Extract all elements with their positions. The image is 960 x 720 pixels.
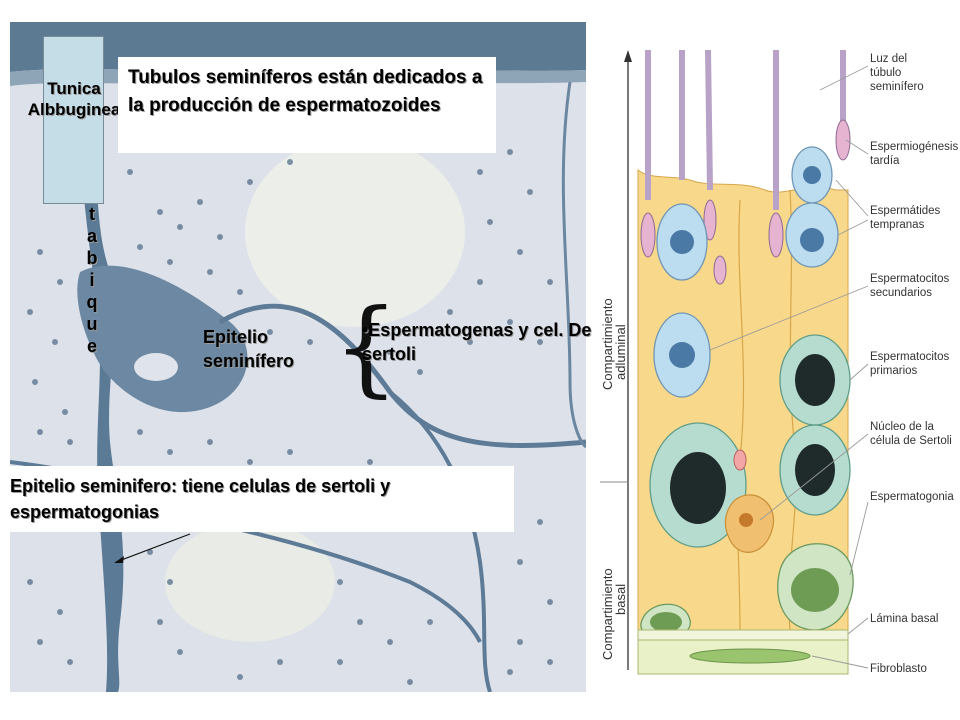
bottom-caption-text: Epitelio seminifero: tiene celulas de se… [10,476,391,522]
tabique-letter: i [89,270,95,290]
label-tempranas: tempranas [870,219,925,231]
tabique-letter: u [86,314,98,334]
top-caption-text: Tubulos seminíferos están dedicados a la… [128,67,483,116]
tabique-letter: q [86,292,98,312]
vertical-axis-arrowhead [624,50,632,62]
compartment-top-label-line1: Compartimiento [600,298,615,390]
espermatogenas-label: •Espermatogenas y cel. De sertoli [362,320,592,364]
label-nucleo: Núcleo de la [870,421,935,433]
epithelium-diagram-svg: Compartimiento adluminal Compartimiento … [600,49,958,675]
early-spermatids [653,146,839,398]
basal-lamina [637,629,849,641]
label-primarios: primarios [870,365,918,377]
curly-brace: { [333,286,400,408]
label-espermatocitos-prim: Espermatocitos [870,351,950,363]
label-celula-de-sertoli: célula de Sertoli [870,435,952,447]
bottom-caption-box: Epitelio seminifero: tiene celulas de se… [2,466,514,532]
label-espermiogenesis: Espermiogénesis [870,141,958,153]
epitelio-label: Epitelio seminífero [203,327,295,371]
tunica-box [43,36,104,204]
tabique-letter: b [86,248,98,268]
annotation-arrow-line [115,533,191,563]
tabique-letter: t [89,204,95,224]
compartment-top-label-line2: adluminal [613,324,628,380]
label-espermatides: Espermátides [870,205,941,217]
label-fibroblasto: Fibroblasto [870,663,927,675]
label-luz-del: Luz del [870,53,907,65]
compartment-bottom-label-line2: basal [613,584,628,615]
compartment-bottom-label-line1: Compartimiento [600,568,615,660]
label-espermatogonia: Espermatogonia [870,491,954,503]
annotation-arrowhead [114,556,124,563]
label-secundarios: secundarios [870,287,932,299]
epithelium-diagram: Compartimiento adluminal Compartimiento … [590,30,960,720]
top-caption-box: Tubulos seminíferos están dedicados a la… [118,57,496,153]
label-tardia: tardía [870,155,900,167]
tunica-label: Tunica Albbuginea [27,79,121,119]
label-seminifero: seminífero [870,81,924,93]
tabique-letter: a [86,226,97,246]
late-spermatids [640,49,851,285]
primary-spermatocytes [649,334,851,548]
label-lamina-basal: Lámina basal [870,613,938,625]
tabique-label: t a b i q u e [82,203,102,357]
label-tubulo: túbulo [870,67,901,79]
fibroblast [689,648,811,664]
label-espermatocitos-sec: Espermatocitos [870,273,950,285]
tabique-letter: e [86,336,97,356]
